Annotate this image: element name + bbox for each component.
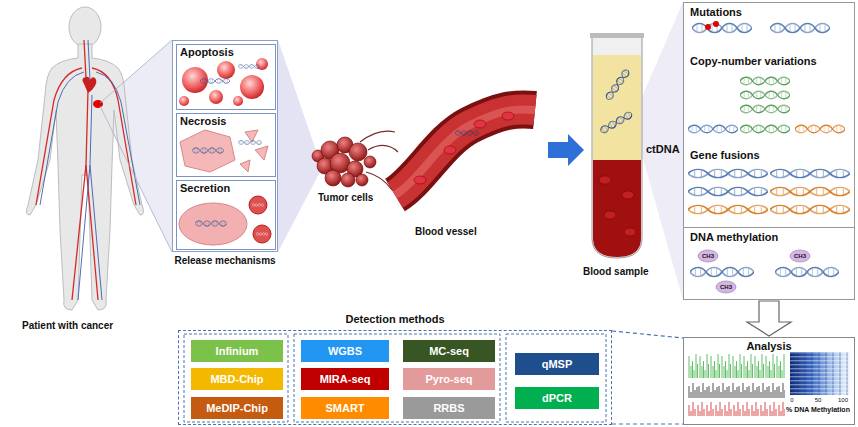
ctdna-features-box: MutationsCopy-number variationsGene fusi… — [683, 2, 855, 228]
method-box: dPCR — [515, 387, 599, 409]
axis-title: % DNA Methylation — [786, 406, 850, 414]
method-box: MeDIP-Chip — [191, 397, 283, 419]
method-label: MeDIP-Chip — [206, 402, 268, 415]
method-box: MBD-Chip — [191, 368, 283, 390]
method-box: MC-seq — [403, 340, 495, 362]
group-heading: Detection methods — [345, 313, 444, 326]
method-label: MBD-Chip — [210, 373, 263, 386]
method-label: RRBS — [433, 402, 464, 415]
method-label: qMSP — [542, 358, 573, 371]
panel-heading: Necrosis — [180, 115, 226, 128]
section-heading: Analysis — [746, 340, 791, 353]
figure-label: Blood sample — [583, 266, 649, 278]
panel-heading: Apoptosis — [180, 46, 234, 59]
methyl-label: CH3 — [720, 284, 732, 291]
method-label: MIRA-seq — [320, 373, 371, 386]
section-heading: DNA methylation — [690, 231, 778, 244]
methyl-label: CH3 — [702, 253, 714, 260]
axis-tick: 100 — [838, 397, 848, 404]
detection-methods-box: Detection methodsInfiniumMBD-ChipMeDIP-C… — [178, 330, 612, 425]
necrosis-panel: Necrosis — [176, 113, 276, 177]
method-box: Pyro-seq — [403, 368, 495, 390]
method-label: Pyro-seq — [425, 373, 472, 386]
method-box: qMSP — [515, 353, 599, 375]
method-label: WGBS — [328, 345, 362, 358]
methyl-label: CH3 — [794, 253, 806, 260]
axis-tick: 0 — [790, 397, 793, 404]
figure-label: Blood vessel — [415, 226, 477, 238]
axis-tick: 50 — [815, 397, 822, 404]
section-heading: Copy-number variations — [690, 55, 817, 68]
method-label: SMART — [325, 402, 364, 415]
method-box: RRBS — [403, 397, 495, 419]
figure-label: Patient with cancer — [22, 320, 113, 332]
method-box: WGBS — [301, 340, 389, 362]
section-heading: Mutations — [690, 6, 742, 19]
method-box: SMART — [301, 397, 389, 419]
panel-heading: Secretion — [180, 182, 230, 195]
dashed-connector — [612, 331, 683, 424]
method-label: dPCR — [542, 392, 572, 405]
method-label: Infinium — [216, 345, 259, 358]
methylation-box: DNA methylation — [683, 227, 855, 300]
section-heading: Gene fusions — [690, 149, 760, 162]
block-arrow — [747, 301, 791, 336]
panel-heading: Release mechanisms — [174, 255, 275, 267]
method-box: Infinium — [191, 340, 283, 362]
apoptosis-panel: Apoptosis — [176, 44, 276, 110]
method-label: MC-seq — [429, 345, 469, 358]
figure-label: ctDNA — [646, 143, 680, 156]
secretion-panel: Secretion — [176, 180, 276, 250]
figure-label: Tumor cells — [318, 192, 373, 204]
method-box: MIRA-seq — [301, 368, 389, 390]
release-box: Release mechanismsApoptosisNecrosisSecre… — [172, 40, 278, 252]
